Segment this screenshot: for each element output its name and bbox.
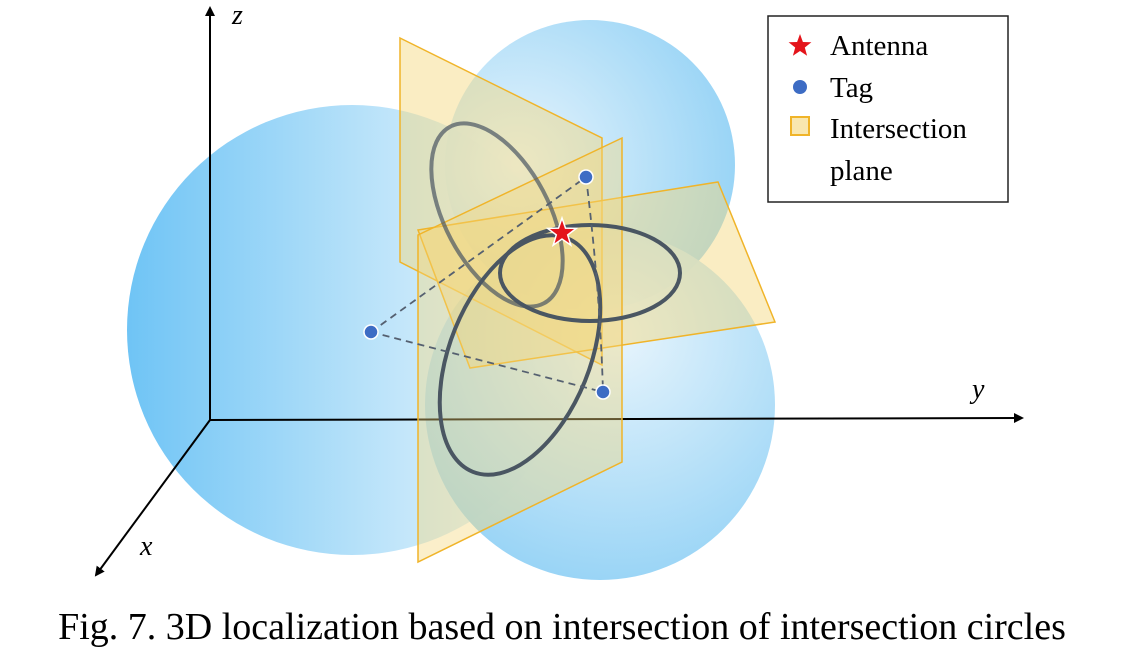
tag-connectors [370, 176, 604, 393]
connector-top-to-bottom [585, 176, 604, 393]
figure-caption: Fig. 7. 3D localization based on interse… [58, 606, 1066, 648]
circle-horizontal [498, 223, 682, 323]
legend-plane-label-line2: plane [830, 155, 893, 187]
connector-left-to-bottom [370, 331, 604, 393]
antenna-star [545, 215, 579, 247]
sphere-bottom [425, 230, 775, 580]
tags [363, 169, 611, 400]
legend: Antenna Tag Intersection plane [767, 15, 1009, 203]
plane-back [399, 36, 603, 367]
tag-left [363, 324, 379, 340]
legend-antenna-icon [788, 34, 812, 56]
tag-top [578, 169, 594, 185]
tag-bottom [595, 384, 611, 400]
localization-diagram: z y x Antenna Tag Intersection plane [94, 0, 1024, 580]
legend-antenna-label: Antenna [830, 30, 928, 62]
axes: z y x [94, 0, 1024, 577]
legend-plane-label-line1: Intersection [830, 113, 967, 145]
z-axis-label: z [231, 0, 243, 31]
x-axis-label: x [139, 531, 153, 562]
circle-top [429, 121, 565, 309]
legend-tag-icon [793, 80, 807, 94]
legend-box [767, 15, 1009, 203]
y-axis-label: y [969, 374, 985, 405]
sphere-top [445, 20, 735, 310]
connector-left-to-top [370, 176, 587, 333]
legend-plane-icon [790, 116, 810, 136]
x-axis [94, 419, 211, 577]
intersection-planes [399, 36, 777, 564]
y-axis [209, 413, 1024, 424]
legend-tag-label: Tag [830, 72, 873, 104]
spheres [127, 20, 775, 580]
